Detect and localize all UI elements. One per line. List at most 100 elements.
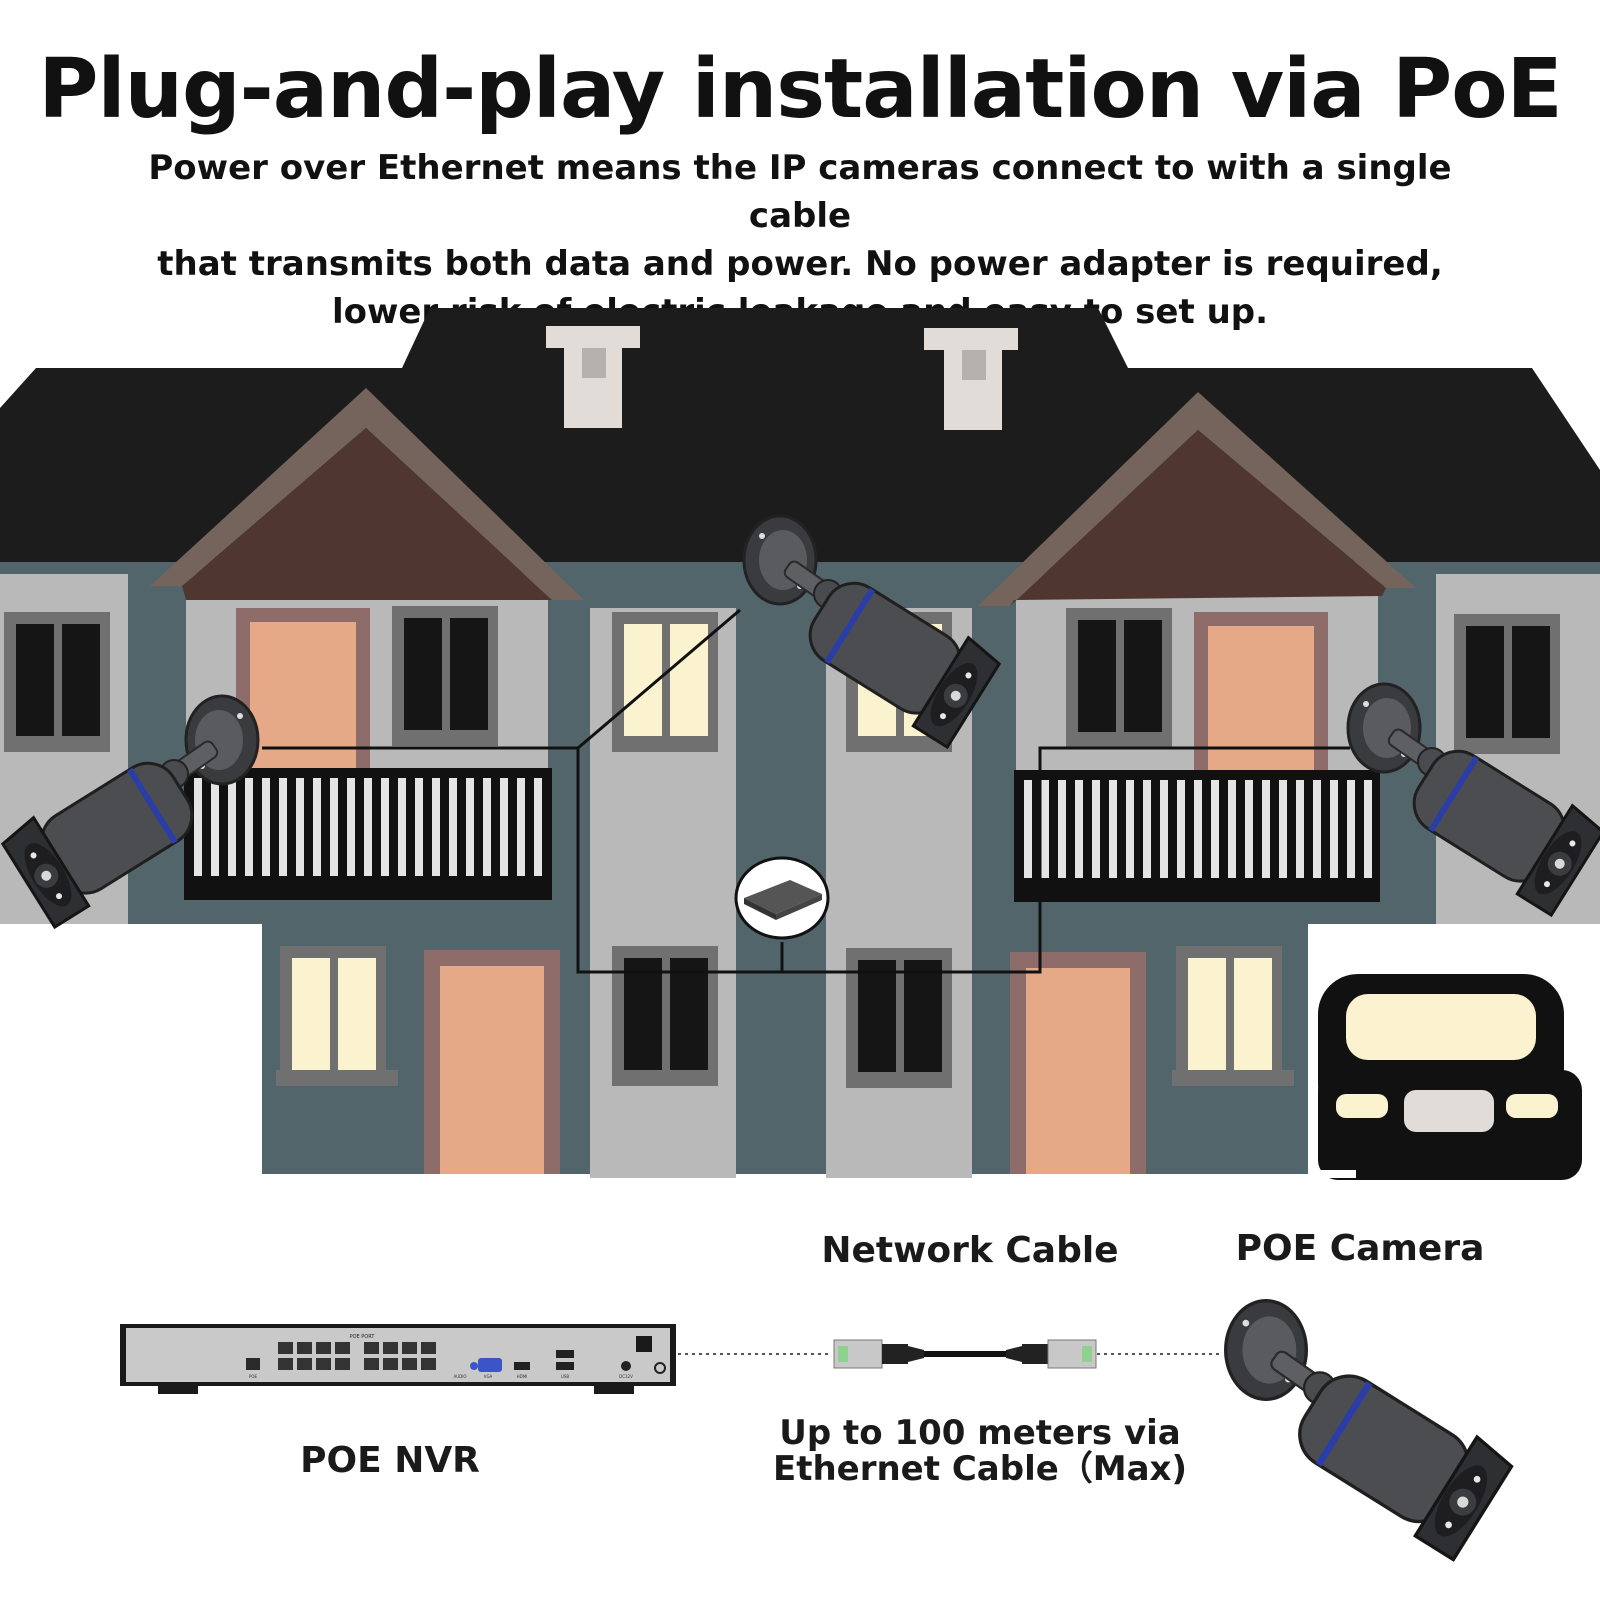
door-lower-left: [440, 966, 544, 1174]
railing-bar: [1058, 780, 1066, 878]
window-lower-lit-left: [276, 946, 398, 1086]
nvr-ethernet-port: [364, 1358, 379, 1370]
railing-bar: [1041, 780, 1049, 878]
poe-nvr-label: POE NVR: [300, 1440, 480, 1481]
nvr-ethernet-port: [364, 1342, 379, 1354]
railing-bar: [1143, 780, 1151, 878]
railing-bar: [262, 778, 270, 876]
nvr-ethernet-port: [383, 1342, 398, 1354]
railing-bar: [1262, 780, 1270, 878]
poe-camera-icon: [1224, 1299, 1517, 1562]
railing-bar: [1279, 780, 1287, 878]
poe-switch-icon: [734, 856, 830, 940]
nvr-poe-port-label: POE PORT: [350, 1334, 376, 1340]
network-cable-label: Network Cable: [821, 1230, 1119, 1271]
railing-bar: [1245, 780, 1253, 878]
subtitle-line-1: Power over Ethernet means the IP cameras…: [148, 148, 1452, 236]
distance-line-2: Ethernet Cable（Max): [772, 1449, 1188, 1489]
window-lower-dark-left: [612, 946, 718, 1086]
balcony-right: [1014, 770, 1380, 902]
railing-bar: [330, 778, 338, 876]
railing-bar: [432, 778, 440, 876]
railing-bar: [211, 778, 219, 876]
railing-bar: [415, 778, 423, 876]
railing-bar: [483, 778, 491, 876]
window-lower-lit-right: [1172, 946, 1294, 1086]
railing-bar: [381, 778, 389, 876]
window-upper-left: [4, 612, 110, 752]
door-lower-right: [1026, 968, 1130, 1174]
nvr-port-label-hdmi: HDMI: [517, 1374, 528, 1379]
cable-top-camera: [577, 608, 741, 750]
chimney-left: [546, 326, 640, 428]
railing-bar: [313, 778, 321, 876]
railing-bar: [1330, 780, 1338, 878]
railing-bar: [1109, 780, 1117, 878]
railing-bar: [245, 778, 253, 876]
nvr-port-label-vga: VGA: [484, 1374, 493, 1379]
railing-bar: [1364, 780, 1372, 878]
railing-bar: [1075, 780, 1083, 878]
balcony-left: [184, 768, 552, 900]
nvr-ethernet-port: [421, 1342, 436, 1354]
car-icon: [1318, 974, 1582, 1180]
nvr-ethernet-port: [278, 1358, 293, 1370]
nvr-port-label-poe: POE: [249, 1374, 258, 1379]
poe-nvr-device: POE PORT POE AUDIO VGA HDMI USB DC12V: [120, 1324, 676, 1394]
nvr-ethernet-port: [335, 1342, 350, 1354]
railing-bar: [1126, 780, 1134, 878]
window-upper-4: [1066, 608, 1172, 748]
railing-bar: [347, 778, 355, 876]
window-upper-lit-left: [612, 612, 718, 752]
railing-bar: [228, 778, 236, 876]
railing-bar: [398, 778, 406, 876]
nvr-ethernet-port: [421, 1358, 436, 1370]
window-upper-2: [392, 606, 498, 746]
cable-distance-label: Up to 100 meters via Ethernet Cable（Max): [740, 1415, 1220, 1487]
railing-bar: [1313, 780, 1321, 878]
nvr-ethernet-port: [297, 1358, 312, 1370]
railing-bar: [1024, 780, 1032, 878]
distance-line-1: Up to 100 meters via: [779, 1413, 1181, 1453]
nvr-ethernet-port: [335, 1358, 350, 1370]
nvr-port-label-usb: USB: [561, 1374, 569, 1379]
railing-bar: [279, 778, 287, 876]
railing-bar: [517, 778, 525, 876]
nvr-ethernet-port: [278, 1342, 293, 1354]
page-title: Plug-and-play installation via PoE: [38, 42, 1562, 137]
nvr-ethernet-port: [402, 1342, 417, 1354]
railing-bar: [1092, 780, 1100, 878]
railing-bar: [1296, 780, 1304, 878]
nvr-ethernet-port: [297, 1342, 312, 1354]
nvr-ethernet-port: [316, 1342, 331, 1354]
window-upper-right: [1454, 614, 1560, 754]
railing-bar: [1211, 780, 1219, 878]
gable-left: [182, 428, 552, 600]
nvr-port-label-audio: AUDIO: [453, 1374, 466, 1379]
window-lower-dark-right: [846, 948, 952, 1088]
nvr-ethernet-port: [316, 1358, 331, 1370]
gable-trim-left: [150, 388, 584, 600]
nvr-ethernet-port: [383, 1358, 398, 1370]
railing-bar: [1177, 780, 1185, 878]
chimney-right: [924, 328, 1018, 430]
railing-bar: [194, 778, 202, 876]
railing-bar: [1194, 780, 1202, 878]
gable-trim-right: [978, 392, 1416, 606]
railing-bar: [1228, 780, 1236, 878]
nvr-ethernet-port: [402, 1358, 417, 1370]
railing-bar: [534, 778, 542, 876]
network-cable-icon: [833, 1339, 1097, 1369]
cable-right-camera: [782, 746, 1350, 974]
cable-left-camera: [262, 746, 784, 974]
subtitle-line-2: that transmits both data and power. No p…: [157, 244, 1443, 284]
railing-bar: [466, 778, 474, 876]
railing-bar: [296, 778, 304, 876]
poe-camera-label: POE Camera: [1235, 1228, 1485, 1269]
railing-bar: [1160, 780, 1168, 878]
railing-bar: [449, 778, 457, 876]
house-cables: [262, 608, 1350, 974]
nvr-port-label-dc: DC12V: [619, 1374, 633, 1379]
railing-bar: [1347, 780, 1355, 878]
